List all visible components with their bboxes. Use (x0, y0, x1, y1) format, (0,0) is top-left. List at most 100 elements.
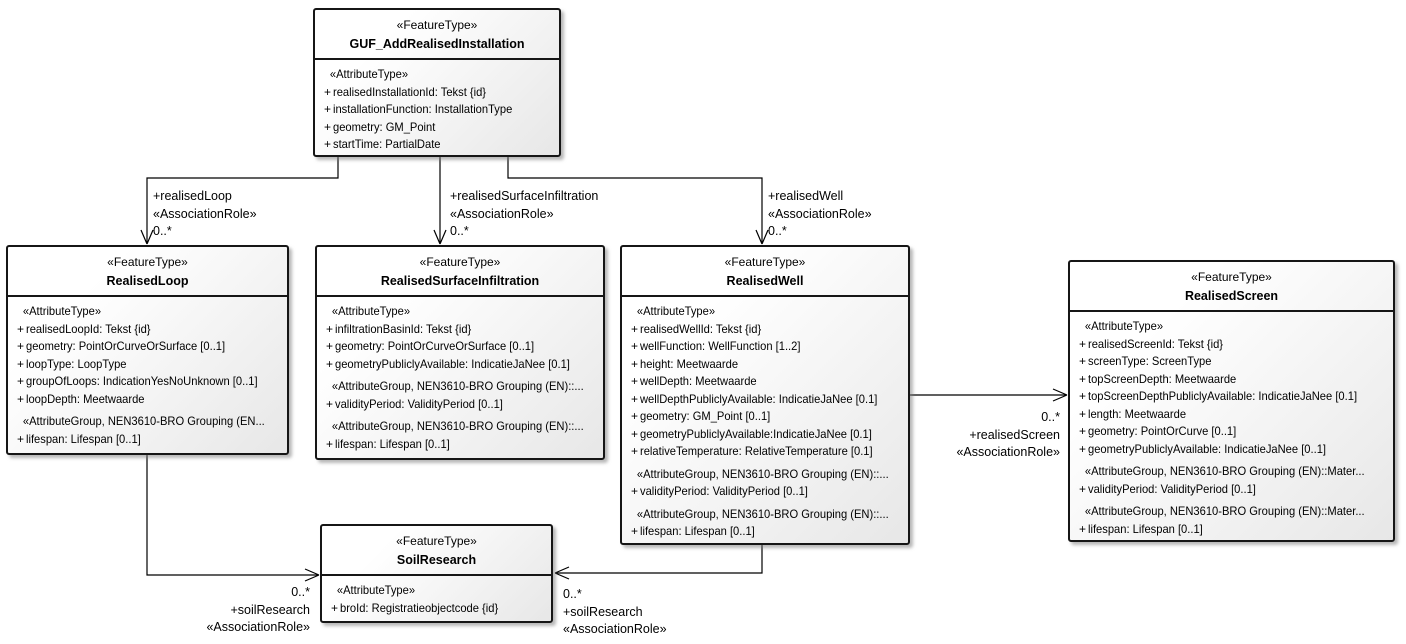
attribute-text: realisedWellId: Tekst {id} (640, 321, 762, 336)
attribute-row: +startTime: PartialDate (315, 136, 559, 154)
association-multiplicity: 0..* (1041, 410, 1060, 424)
visibility-marker: + (631, 426, 639, 441)
visibility-marker: + (631, 321, 639, 336)
association-multiplicity: 0..* (563, 587, 582, 601)
attribute-row: +lifespan: Lifespan [0..1] (317, 436, 603, 454)
association-stereotype: «AssociationRole» (563, 622, 667, 636)
attribute-text: validityPeriod: ValidityPeriod [0..1] (1088, 481, 1256, 496)
association-stereotype: «AssociationRole» (206, 620, 310, 634)
association-label-realisedscreen: 0..* +realisedScreen «AssociationRole» (956, 409, 1060, 462)
class-attributes: «AttributeType»+infiltrationBasinId: Tek… (317, 295, 603, 458)
association-label-realisedsurfaceinfiltration: +realisedSurfaceInfiltration «Associatio… (450, 188, 598, 241)
attribute-row: +realisedLoopId: Tekst {id} (8, 321, 287, 339)
visibility-marker: + (17, 374, 25, 388)
class-name: RealisedScreen (1184, 289, 1279, 303)
association-soilresearch-right-arrowhead (554, 566, 570, 580)
class-name: GUF_AddRealisedInstallation (349, 37, 525, 51)
attribute-row: +screenType: ScreenType (1070, 353, 1393, 371)
attribute-row: +wellFunction: WellFunction [1..2] (622, 338, 908, 356)
section-header: «AttributeType» (331, 304, 411, 318)
class-header: «FeatureType» RealisedScreen (1070, 262, 1393, 310)
attribute-row: +wellDepthPubliclyAvailable: IndicatieJa… (622, 391, 908, 409)
attribute-text: geometry: GM_Point [0..1] (640, 409, 771, 423)
attribute-text: geometry: GM_Point (333, 119, 436, 134)
attribute-row: +geometryPubliclyAvailable: IndicatieJaN… (1070, 441, 1393, 459)
attribute-row: +validityPeriod: ValidityPeriod [0..1] (317, 396, 603, 414)
visibility-marker: + (631, 374, 639, 388)
class-box-realisedloop[interactable]: «FeatureType» RealisedLoop «AttributeTyp… (6, 245, 289, 455)
attribute-row: +broId: Registratieobjectcode {id} (322, 600, 551, 618)
section-header: «AttributeGroup, NEN3610-BRO Grouping (E… (331, 419, 584, 433)
attribute-row: +realisedWellId: Tekst {id} (622, 321, 908, 339)
association-soilresearch-left-line (146, 455, 318, 576)
association-realisedwell-arrowhead (755, 229, 769, 245)
attribute-row: +topScreenDepth: Meetwaarde (1070, 371, 1393, 389)
class-box-realisedsurfaceinfiltration[interactable]: «FeatureType» RealisedSurfaceInfiltratio… (315, 245, 605, 460)
association-realisedsurfaceinfiltration-arrowhead (433, 229, 447, 245)
visibility-marker: + (17, 391, 25, 406)
visibility-marker: + (324, 119, 332, 134)
association-soilresearch-left-arrowhead (304, 568, 320, 582)
visibility-marker: + (631, 391, 639, 406)
attribute-text: realisedLoopId: Tekst {id} (26, 321, 151, 336)
section-header: «AttributeGroup, NEN3610-BRO Grouping (E… (1084, 504, 1365, 518)
attribute-text: length: Meetwaarde (1088, 406, 1187, 421)
visibility-marker: + (631, 484, 639, 498)
association-stereotype: «AssociationRole» (956, 445, 1060, 459)
class-header: «FeatureType» SoilResearch (322, 526, 551, 574)
association-realisedloop-arrowhead (140, 229, 154, 245)
visibility-marker: + (324, 102, 332, 116)
visibility-marker: + (326, 321, 334, 336)
association-role-name: +realisedLoop (153, 189, 232, 203)
attribute-text: screenType: ScreenType (1088, 354, 1212, 368)
visibility-marker: + (326, 436, 334, 451)
visibility-marker: + (1079, 389, 1087, 403)
attribute-row: +relativeTemperature: RelativeTemperatur… (622, 443, 908, 461)
attribute-row: +groupOfLoops: IndicationYesNoUnknown [0… (8, 373, 287, 391)
visibility-marker: + (631, 356, 639, 371)
association-role-name: +realisedSurfaceInfiltration (450, 189, 599, 203)
attribute-text: lifespan: Lifespan [0..1] (1088, 521, 1203, 536)
attribute-row: +loopType: LoopType (8, 356, 287, 374)
attribute-row: +validityPeriod: ValidityPeriod [0..1] (1070, 481, 1393, 499)
attribute-text: geometryPubliclyAvailable: IndicatieJaNe… (335, 356, 570, 371)
class-stereotype: «FeatureType» (396, 18, 478, 32)
visibility-marker: + (1079, 354, 1087, 368)
attribute-text: broId: Registratieobjectcode {id} (340, 600, 499, 615)
attribute-text: geometry: PointOrCurveOrSurface [0..1] (335, 339, 535, 353)
attribute-row: +lifespan: Lifespan [0..1] (622, 523, 908, 541)
class-box-soilresearch[interactable]: «FeatureType» SoilResearch «AttributeTyp… (320, 524, 553, 623)
association-label-realisedwell: +realisedWell «AssociationRole» 0..* (768, 188, 872, 241)
visibility-marker: + (17, 321, 25, 336)
attribute-text: lifespan: Lifespan [0..1] (26, 431, 141, 446)
section-header: «AttributeType» (329, 67, 409, 81)
visibility-marker: + (326, 356, 334, 371)
class-box-realisedscreen[interactable]: «FeatureType» RealisedScreen «AttributeT… (1068, 260, 1395, 542)
visibility-marker: + (1079, 371, 1087, 386)
class-box-realisedwell[interactable]: «FeatureType» RealisedWell «AttributeTyp… (620, 245, 910, 545)
attribute-text: geometry: PointOrCurve [0..1] (1088, 424, 1237, 438)
attribute-text: realisedScreenId: Tekst {id} (1088, 336, 1224, 351)
visibility-marker: + (17, 339, 25, 353)
attribute-row: +geometry: PointOrCurve [0..1] (1070, 423, 1393, 441)
association-stereotype: «AssociationRole» (768, 206, 872, 221)
visibility-marker: + (631, 444, 639, 458)
attribute-row: +topScreenDepthPubliclyAvailable: Indica… (1070, 388, 1393, 406)
visibility-marker: + (631, 524, 639, 538)
association-role-name: +soilResearch (563, 604, 643, 619)
visibility-marker: + (324, 137, 332, 151)
attribute-text: wellDepth: Meetwaarde (640, 374, 757, 388)
class-name: RealisedSurfaceInfiltration (380, 274, 540, 288)
class-box-guf-addrealisedinstallation[interactable]: «FeatureType» GUF_AddRealisedInstallatio… (313, 8, 561, 157)
attribute-text: groupOfLoops: IndicationYesNoUnknown [0.… (26, 374, 258, 388)
class-attributes: «AttributeType»+realisedScreenId: Tekst … (1070, 310, 1393, 540)
attribute-text: geometryPubliclyAvailable: IndicatieJaNe… (1088, 441, 1327, 456)
association-stereotype: «AssociationRole» (153, 206, 257, 221)
attribute-row: +length: Meetwaarde (1070, 406, 1393, 424)
visibility-marker: + (1079, 441, 1087, 456)
visibility-marker: + (17, 431, 25, 446)
attribute-text: topScreenDepthPubliclyAvailable: Indicat… (1088, 389, 1358, 403)
attribute-row: +geometry: PointOrCurveOrSurface [0..1] (317, 338, 603, 356)
attribute-row: +wellDepth: Meetwaarde (622, 373, 908, 391)
